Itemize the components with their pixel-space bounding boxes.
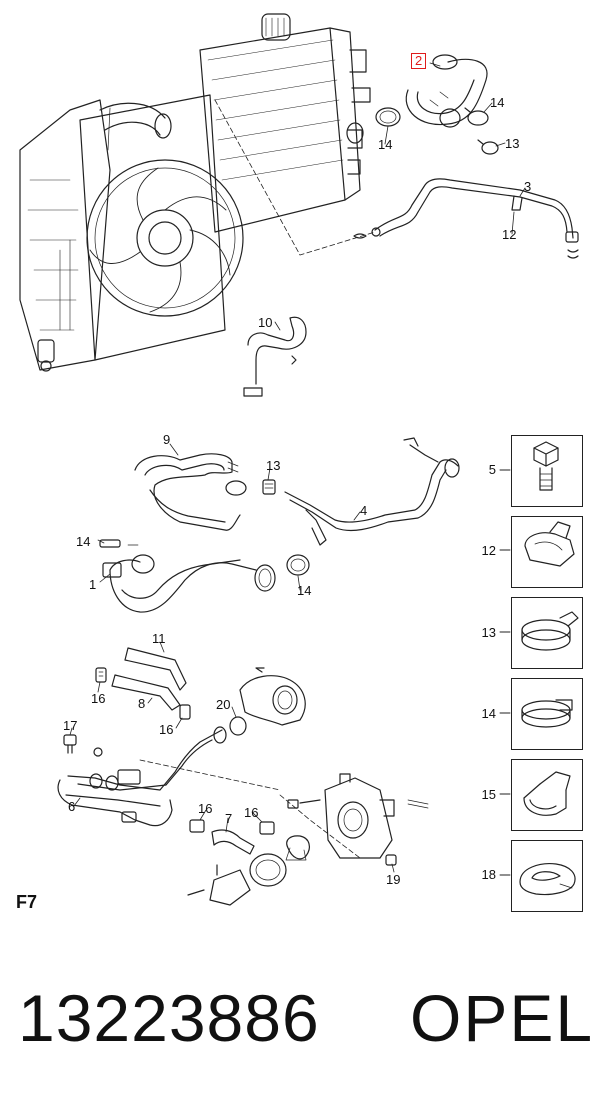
- callout-part-14-left: 14: [378, 137, 393, 152]
- part-number: 13223886: [18, 981, 320, 1055]
- ref-label-5: 5: [488, 462, 496, 477]
- ref-label-14: 14: [481, 706, 496, 721]
- hose-7-drawing: [211, 829, 255, 855]
- callout-part-9: 9: [163, 432, 171, 447]
- callout-part-7: 7: [225, 811, 233, 826]
- ref-part-15-drawing: [523, 771, 571, 816]
- ref-label-18: 18: [481, 867, 496, 882]
- ref-box-12: [511, 516, 583, 588]
- clamp-13-mid-drawing: [262, 479, 276, 495]
- clips-16-drawing: [95, 667, 275, 835]
- callout-part-16-b: 16: [159, 722, 174, 737]
- ref-box-13: [511, 597, 583, 669]
- ref-box-15: [511, 759, 583, 831]
- ref-box-18: [511, 840, 583, 912]
- ref-label-13: 13: [481, 625, 496, 640]
- callout-part-14-top: 14: [490, 95, 505, 110]
- radiator-assembly-drawing: [19, 13, 376, 372]
- callout-part-16-c: 16: [198, 801, 213, 816]
- callout-part-8: 8: [138, 696, 146, 711]
- ref-part-14-drawing: [521, 699, 573, 728]
- callout-part-2: 2: [411, 53, 427, 69]
- callout-part-10: 10: [258, 315, 273, 330]
- callout-part-1: 1: [89, 577, 97, 592]
- callout-part-16-d: 16: [244, 805, 259, 820]
- callout-part-17: 17: [63, 718, 78, 733]
- callout-part-3: 3: [524, 179, 532, 194]
- ref-part-5-drawing: [533, 441, 559, 491]
- callout-part-11: 11: [152, 631, 166, 646]
- hose-10-drawing: [243, 316, 307, 397]
- ref-part-12-drawing: [524, 521, 575, 567]
- ref-label-12: 12: [481, 543, 496, 558]
- upper-radiator-hose-drawing: [405, 54, 488, 128]
- callout-part-19: 19: [386, 872, 401, 887]
- hose-9-drawing: [134, 453, 247, 531]
- pipe-6-drawing: [57, 726, 227, 827]
- callout-part-16-a: 16: [91, 691, 106, 706]
- hose-8-drawing: [111, 674, 181, 711]
- coolant-pipe-3-drawing: [353, 178, 579, 259]
- callout-part-14-mid-right: 14: [297, 583, 312, 598]
- callout-part-6: 6: [68, 799, 76, 814]
- housing-drawing: [229, 667, 306, 736]
- clamps-14-mid-drawing: [131, 554, 310, 576]
- callout-part-12: 12: [502, 227, 517, 242]
- ref-part-18-drawing: [519, 863, 576, 896]
- ref-part-13-drawing: [521, 611, 579, 651]
- brand-name: OPEL: [410, 981, 595, 1055]
- bolt-17-drawing: [63, 734, 103, 757]
- hose-11-drawing: [124, 647, 187, 691]
- callout-part-13-top: 13: [505, 136, 520, 151]
- callout-part-4: 4: [360, 503, 368, 518]
- thermostat-assembly-drawing: [139, 759, 429, 906]
- callout-part-20: 20: [216, 697, 231, 712]
- upper-clamps-drawing: [346, 107, 499, 155]
- figure-id: F7: [16, 892, 38, 912]
- hose-1-drawing: [99, 539, 276, 613]
- callout-part-14-mid-left: 14: [76, 534, 91, 549]
- ref-label-15: 15: [481, 787, 496, 802]
- ref-box-5: [511, 435, 583, 507]
- ref-box-14: [511, 678, 583, 750]
- callout-part-13-mid: 13: [266, 458, 281, 473]
- pipe-4-drawing: [284, 437, 460, 546]
